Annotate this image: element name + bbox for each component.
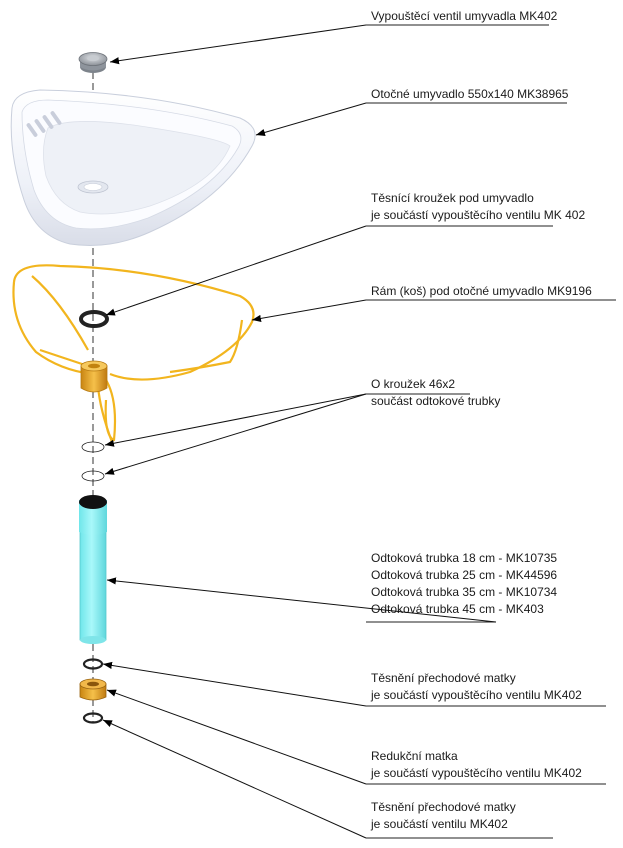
callout-drain-valve-line-1: Vypouštěcí ventil umyvadla MK402 bbox=[371, 9, 558, 23]
callout-basin-seal: Těsnící kroužek pod umyvadlo je součástí… bbox=[105, 191, 585, 316]
callout-o-ring: O kroužek 46x2 součást odtokové trubky bbox=[104, 377, 500, 475]
o-ring-upper-part bbox=[81, 441, 105, 453]
o-ring-lower-part bbox=[81, 470, 105, 482]
callout-basin-line-1: Otočné umyvadlo 550x140 MK38965 bbox=[371, 87, 569, 101]
callout-drain-pipe-line-2: Odtoková trubka 25 cm - MK44596 bbox=[371, 568, 557, 582]
callout-adapter-seal-1: Těsnění přechodové matky je součástí vyp… bbox=[102, 661, 606, 707]
callout-basin-seal-line-2: je součástí vypouštěcího ventilu MK 402 bbox=[370, 208, 585, 222]
callout-reducing-nut: Redukční matka je součástí vypouštěcího … bbox=[106, 689, 606, 785]
callout-drain-pipe-line-1: Odtoková trubka 18 cm - MK10735 bbox=[371, 551, 557, 565]
drain-valve-part bbox=[78, 52, 108, 73]
callout-adapter-seal-2-line-2: je součástí ventilu MK402 bbox=[370, 817, 508, 831]
adapter-seal-upper-part bbox=[82, 658, 104, 670]
callout-frame: Rám (koš) pod otočné umyvadlo MK9196 bbox=[251, 284, 616, 322]
callout-drain-pipe-line-4: Odtoková trubka 45 cm - MK403 bbox=[371, 602, 544, 616]
basin-seal-ring-part bbox=[79, 310, 109, 328]
frame-drain-nut-part bbox=[80, 360, 108, 393]
adapter-seal-lower-part bbox=[82, 712, 104, 724]
reducing-nut-part bbox=[79, 678, 107, 701]
callout-adapter-seal-2-line-1: Těsnění přechodové matky bbox=[371, 800, 516, 814]
callout-drain-pipe: Odtoková trubka 18 cm - MK10735 Odtoková… bbox=[106, 551, 557, 623]
callout-drain-valve: Vypouštěcí ventil umyvadla MK402 bbox=[109, 9, 558, 65]
callout-reducing-nut-line-1: Redukční matka bbox=[371, 749, 458, 763]
callout-drain-pipe-line-3: Odtoková trubka 35 cm - MK10734 bbox=[371, 585, 557, 599]
callout-frame-line-1: Rám (koš) pod otočné umyvadlo MK9196 bbox=[371, 284, 592, 298]
frame-basket-part bbox=[12, 264, 255, 443]
basin-part bbox=[10, 89, 256, 246]
callout-basin-seal-line-1: Těsnící kroužek pod umyvadlo bbox=[371, 191, 534, 205]
callout-o-ring-line-1: O kroužek 46x2 bbox=[371, 377, 455, 391]
callout-adapter-seal-1-line-1: Těsnění přechodové matky bbox=[371, 671, 516, 685]
callout-basin: Otočné umyvadlo 550x140 MK38965 bbox=[255, 87, 569, 136]
drain-pipe-part bbox=[79, 495, 107, 644]
callout-adapter-seal-2: Těsnění přechodové matky je součástí ven… bbox=[102, 719, 553, 839]
callout-adapter-seal-1-line-2: je součástí vypouštěcího ventilu MK402 bbox=[370, 688, 582, 702]
callout-o-ring-line-2: součást odtokové trubky bbox=[371, 394, 500, 408]
callout-reducing-nut-line-2: je součástí vypouštěcího ventilu MK402 bbox=[370, 766, 582, 780]
